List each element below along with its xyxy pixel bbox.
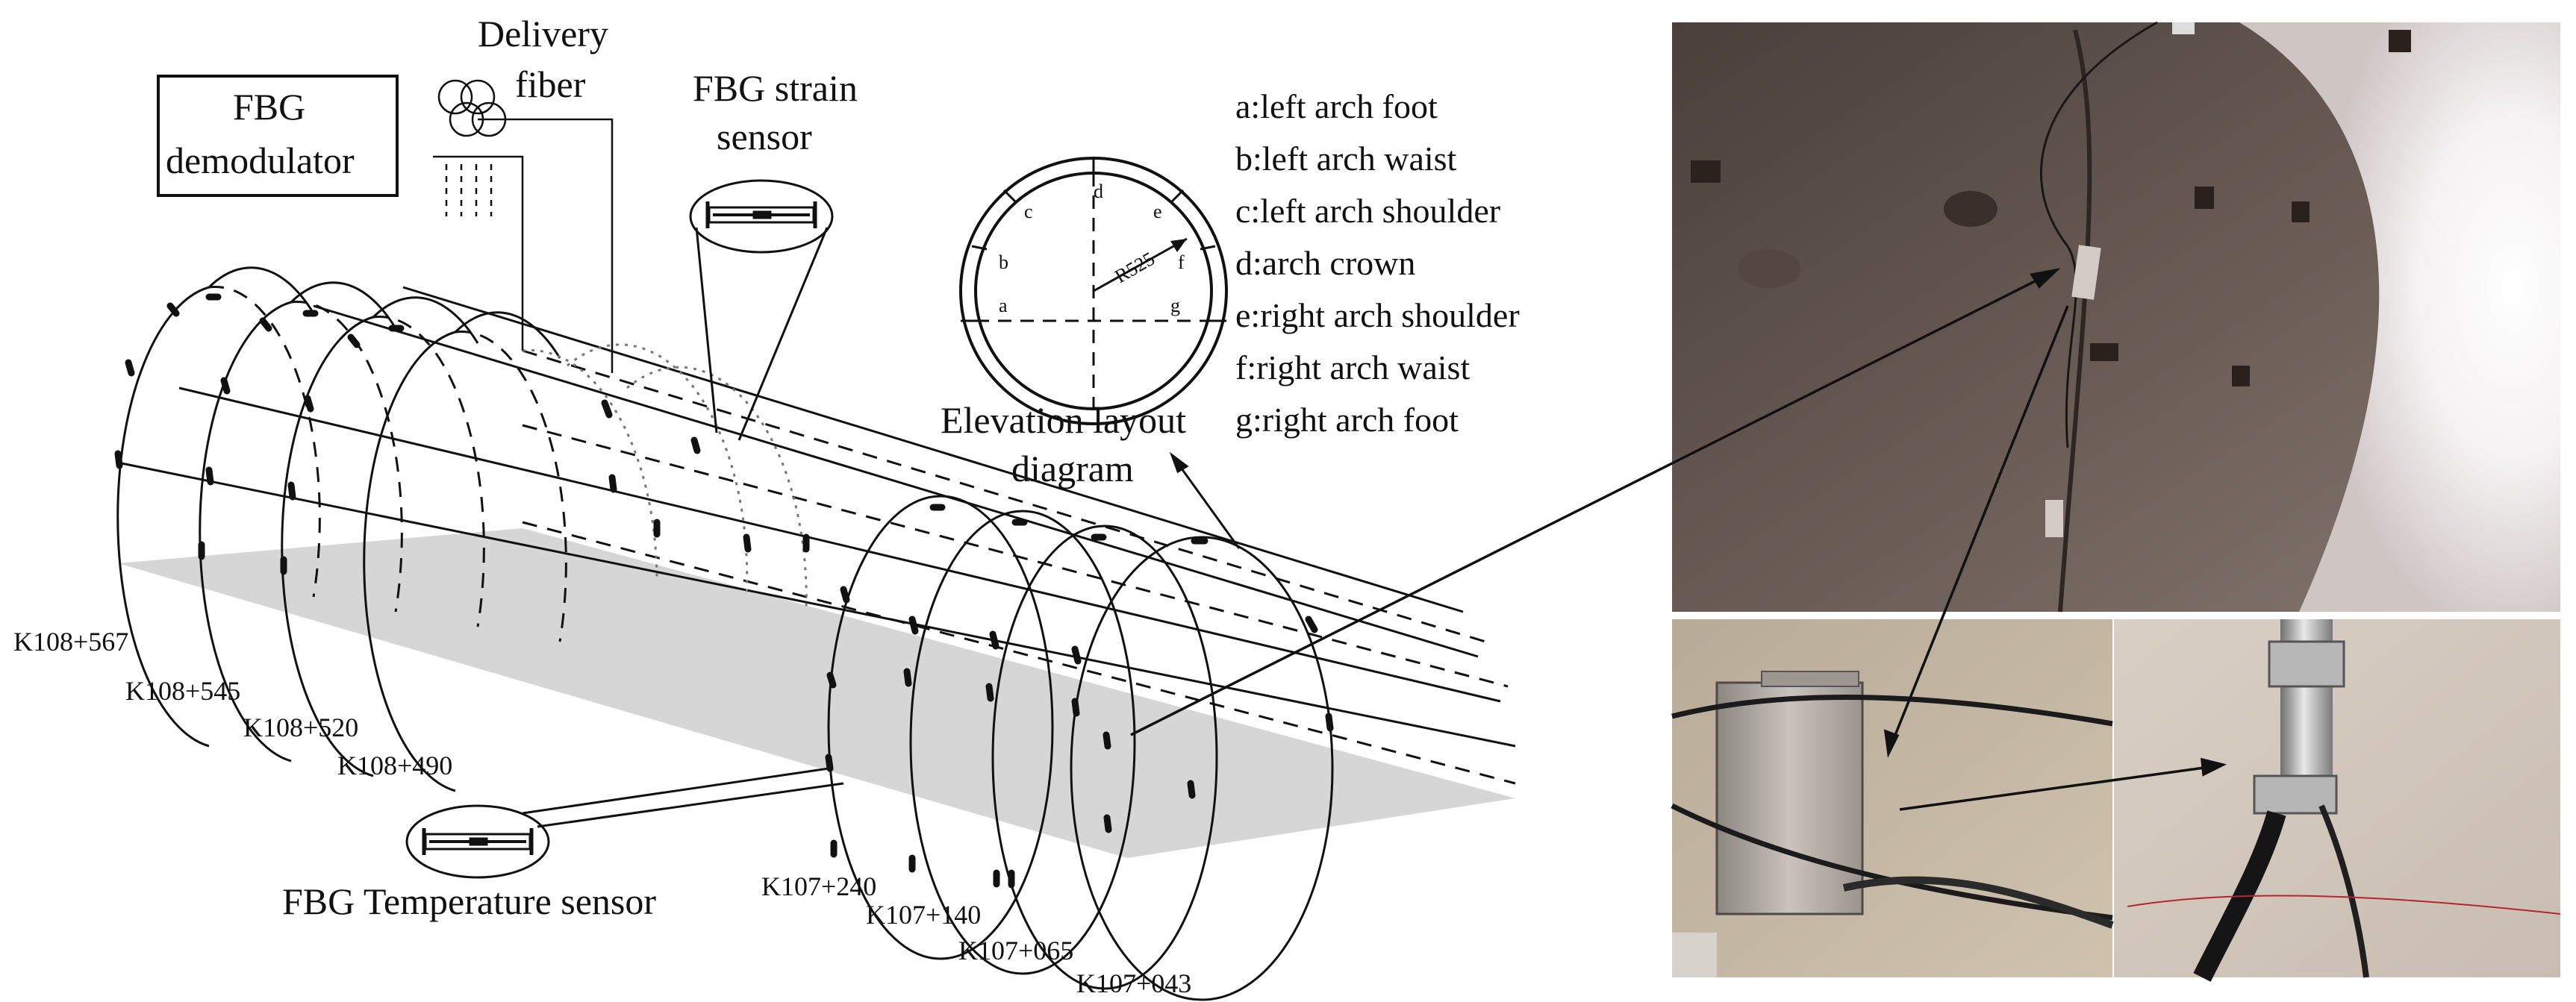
legend-e: e:right arch shoulder — [1235, 296, 1520, 334]
label-strain-sensor-2: sensor — [717, 116, 812, 157]
elevation-arrow — [1169, 451, 1241, 549]
temperature-sensor-icon — [422, 828, 534, 855]
strain-sensor-icon — [705, 201, 817, 228]
station-k107-043: K107+043 — [1076, 968, 1191, 998]
legend-d: d:arch crown — [1235, 244, 1415, 282]
label-temperature-sensor: FBG Temperature sensor — [282, 880, 656, 922]
fiber-spool-icon — [437, 79, 507, 137]
station-k108-545: K108+545 — [125, 676, 240, 706]
ring-k107-140 — [909, 510, 1136, 975]
legend-g: g:right arch foot — [1235, 401, 1459, 439]
elevation-point-g: g — [1170, 295, 1180, 316]
photo-tunnel-wall — [1672, 21, 2560, 613]
label-delivery-fiber-1: Delivery — [478, 13, 608, 54]
elevation-diagram — [959, 157, 1228, 425]
station-k108-490: K108+490 — [337, 751, 452, 780]
tunnel-floor — [118, 528, 1515, 858]
elevation-ticks — [961, 158, 1226, 322]
ring-k107-065 — [991, 525, 1218, 990]
label-elevation-1: Elevation layout — [941, 399, 1186, 441]
label-delivery-fiber-2: fiber — [515, 63, 586, 105]
temperature-sensor-callout — [405, 767, 844, 879]
station-k108-567: K108+567 — [13, 627, 128, 657]
ring-k108-567 — [116, 266, 321, 748]
label-demodulator-1: FBG — [233, 86, 305, 128]
elevation-point-f: f — [1178, 251, 1185, 273]
label-demodulator-2: demodulator — [166, 140, 355, 181]
tunnel-schematic — [114, 75, 1516, 1001]
elevation-point-b: b — [999, 251, 1008, 273]
legend-c: c:left arch shoulder — [1235, 192, 1500, 230]
label-elevation-2: diagram — [1011, 448, 1134, 489]
sensor-marks — [114, 293, 1334, 889]
elevation-point-d: d — [1094, 181, 1103, 202]
photo-sensor-box — [1671, 619, 2114, 977]
ring-k107-043 — [1070, 536, 1334, 1001]
strain-sensor-callout — [689, 179, 834, 441]
elevation-point-a: a — [999, 295, 1008, 316]
station-k108-520: K108+520 — [243, 713, 358, 742]
legend-b: b:left arch waist — [1235, 140, 1457, 178]
station-k107-065: K107+065 — [958, 936, 1073, 965]
photo-arrows — [1130, 268, 2227, 811]
fbg-demodulator-box — [157, 75, 399, 197]
delivery-fiber-lines — [433, 118, 614, 373]
ring-k108-545 — [199, 281, 403, 763]
elevation-point-e: e — [1153, 201, 1162, 222]
station-k107-240: K107+240 — [761, 871, 876, 901]
labels: Delivery fiber FBG demodulator FBG strai… — [13, 13, 1520, 998]
ring-k108-520 — [281, 296, 485, 777]
station-k107-140: K107+140 — [866, 900, 981, 930]
label-strain-sensor-1: FBG strain — [693, 67, 858, 109]
ring-k108-490 — [363, 311, 808, 792]
elevation-point-c: c — [1024, 201, 1033, 222]
legend-f: f:right arch waist — [1235, 348, 1470, 386]
ring-k107-240 — [827, 495, 1054, 960]
photo-sensor-closeup — [2114, 619, 2561, 982]
legend-a: a:left arch foot — [1235, 87, 1438, 125]
label-radius: R525 — [1111, 248, 1158, 287]
